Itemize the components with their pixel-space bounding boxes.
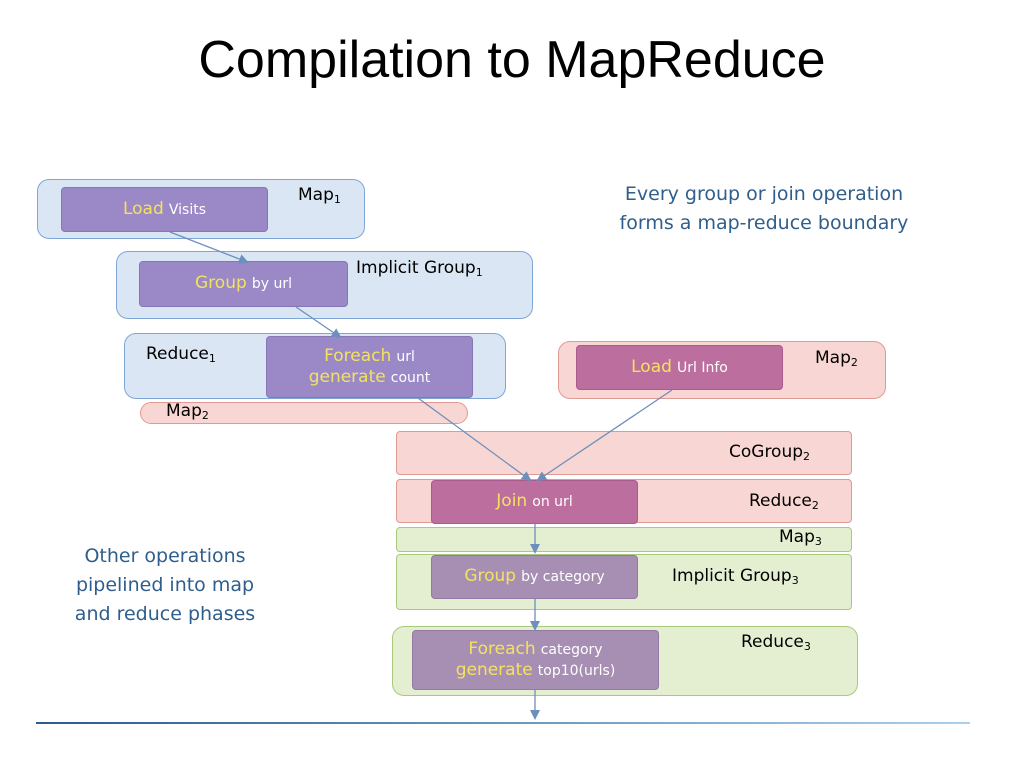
- note-top: Every group or join operation forms a ma…: [560, 180, 968, 238]
- note-left-line-2: pipelined into map: [75, 574, 255, 596]
- reduce1-label: Reduce1: [146, 344, 216, 365]
- group-arg: by url: [251, 276, 292, 293]
- map2-left-label: Map2: [166, 401, 209, 422]
- note-left: Other operations pipelined into map and …: [30, 542, 300, 629]
- note-left-line-3: and reduce phases: [74, 603, 256, 625]
- foreach-category-box: Foreach category generate top10(urls): [412, 630, 659, 690]
- note-top-line-1: Every group or join operation: [624, 183, 904, 205]
- map3-band: [396, 527, 852, 552]
- arrow-urlinfo-to-join: [536, 389, 673, 482]
- group-keyword: Group: [195, 273, 247, 294]
- group-arg: by category: [521, 569, 605, 586]
- generate-keyword: generate: [308, 367, 386, 387]
- load-urlinfo-box: Load Url Info: [576, 345, 783, 390]
- group-keyword: Group: [464, 566, 517, 587]
- load-arg: Visits: [168, 201, 207, 218]
- join-keyword: Join: [496, 491, 528, 512]
- foreach-arg: url: [396, 348, 415, 365]
- generate-keyword: generate: [455, 660, 533, 680]
- join-arg: on url: [532, 494, 573, 511]
- foreach-arg: category: [540, 641, 603, 658]
- slide-title: Compilation to MapReduce: [198, 31, 826, 89]
- map1-label: Map1: [298, 185, 341, 206]
- arrow-foreach-to-join: [417, 397, 532, 482]
- map2-left-band: [140, 402, 468, 424]
- map3-label: Map3: [779, 527, 822, 548]
- group-category-box: Group by category: [431, 555, 638, 599]
- foreach-url-box: Foreach url generate count: [266, 336, 473, 398]
- note-left-line-1: Other operations: [84, 545, 246, 567]
- arrow-load-to-group: [169, 231, 249, 264]
- bottom-rule: [36, 722, 970, 724]
- note-top-line-2: forms a map-reduce boundary: [619, 212, 909, 234]
- reduce3-label: Reduce3: [741, 632, 811, 653]
- generate-arg: count: [390, 370, 431, 386]
- load-keyword: Load: [122, 198, 164, 219]
- join-url-box: Join on url: [431, 480, 638, 524]
- load-keyword: Load: [631, 356, 672, 377]
- load-visits-box: Load Visits: [61, 187, 268, 232]
- load-arg: Url Info: [677, 359, 728, 376]
- implicit-group3-label: Implicit Group3: [672, 566, 799, 587]
- implicit-group1-label: Implicit Group1: [356, 258, 483, 279]
- foreach-keyword: Foreach: [468, 638, 536, 659]
- cogroup2-label: CoGroup2: [729, 442, 811, 463]
- reduce2-label: Reduce2: [749, 491, 819, 512]
- group-url-box: Group by url: [139, 261, 348, 307]
- generate-arg: top10(urls): [537, 663, 616, 679]
- foreach-keyword: Foreach: [324, 345, 392, 366]
- map2-right-label: Map2: [815, 348, 858, 369]
- arrow-group-to-foreach: [295, 306, 342, 339]
